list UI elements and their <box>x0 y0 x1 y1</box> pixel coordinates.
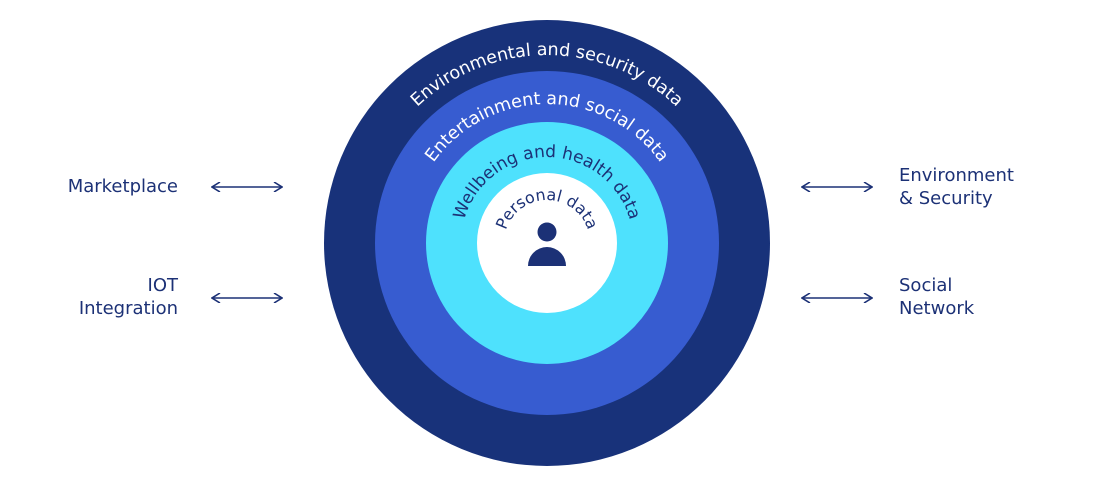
label-iot-line1: IOT <box>147 275 178 296</box>
label-env-line1: Environment <box>899 165 1014 186</box>
label-social-line2: Network <box>899 298 975 319</box>
label-env-line2: & Security <box>899 188 993 209</box>
label-social-line1: Social <box>899 275 953 296</box>
label-marketplace: Marketplace <box>68 175 178 198</box>
label-social-network: Social Network <box>899 274 974 320</box>
label-marketplace-text: Marketplace <box>67 176 178 197</box>
label-iot-integration: IOT Integration <box>79 274 178 320</box>
person-icon <box>528 222 566 266</box>
ring-center <box>477 173 617 313</box>
label-iot-line2: Integration <box>78 298 178 319</box>
label-environment-security: Environment & Security <box>899 164 1014 210</box>
